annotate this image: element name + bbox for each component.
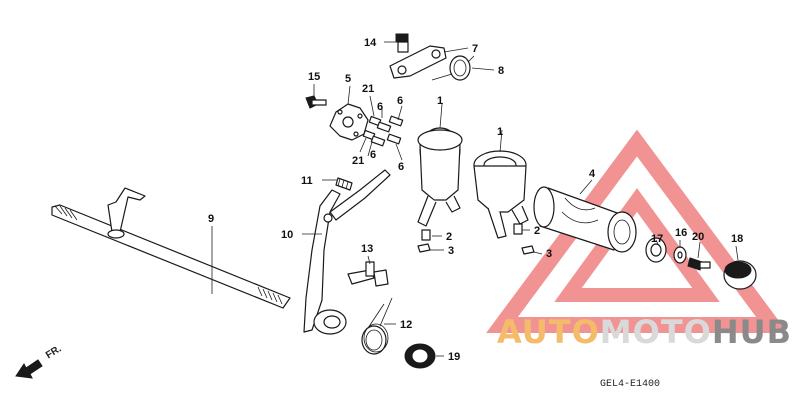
washer-16	[673, 246, 687, 264]
part-number-1a: 1	[437, 95, 443, 107]
pins-6	[370, 115, 404, 147]
part-number-6d: 6	[398, 161, 404, 173]
return-spring	[361, 297, 393, 355]
pin-13	[347, 261, 389, 287]
part-number-6b: 6	[397, 95, 403, 107]
part-number-3b: 3	[546, 248, 552, 260]
clips	[417, 243, 535, 255]
part-number-12: 12	[400, 319, 412, 331]
gearshift-spindle	[51, 187, 291, 309]
part-number-6a: 6	[377, 101, 383, 113]
part-number-13: 13	[361, 243, 373, 255]
bolt-14	[395, 33, 409, 53]
part-number-19: 19	[448, 351, 460, 363]
part-number-2a: 2	[446, 231, 452, 243]
part-number-17: 17	[651, 233, 663, 245]
guide-pins	[421, 223, 523, 241]
part-number-10: 10	[281, 229, 293, 241]
part-number-21b: 21	[352, 155, 364, 167]
gearshift-arm	[303, 169, 391, 335]
part-number-9: 9	[208, 213, 214, 225]
part-number-1b: 1	[497, 126, 503, 138]
shift-fork-left	[417, 127, 463, 227]
spring-pin	[335, 177, 353, 191]
shift-drum	[533, 186, 637, 253]
part-number-labels: 1 1 2 2 3 3 4 5 6 6 6 6 7 8 9 10 11 12 1…	[208, 37, 743, 363]
part-number-5: 5	[345, 73, 351, 85]
part-number-3a: 3	[448, 245, 454, 257]
watermark-text-auto: AUTO	[496, 313, 600, 351]
switch-20	[687, 257, 711, 271]
part-number-8: 8	[498, 65, 504, 77]
oil-seal	[404, 343, 436, 369]
part-number-11: 11	[301, 175, 313, 187]
watermark-text-hub: HUB	[711, 313, 792, 351]
front-arrow-icon	[15, 359, 43, 379]
part-number-15: 15	[308, 71, 320, 83]
bolt-15	[305, 95, 327, 109]
watermark-logo: AUTOMOTOHUB	[452, 314, 792, 350]
part-number-14: 14	[364, 37, 377, 49]
part-number-21a: 21	[362, 83, 374, 95]
cap-18	[723, 260, 757, 290]
shift-fork-right	[473, 150, 529, 239]
watermark-text-moto: MOTO	[599, 313, 712, 351]
part-number-18: 18	[731, 233, 743, 245]
part-number-2b: 2	[534, 225, 540, 237]
part-number-7: 7	[472, 43, 478, 55]
part-number-6c: 6	[370, 149, 376, 161]
part-number-16: 16	[675, 227, 687, 239]
part-number-20: 20	[692, 231, 704, 243]
stopper-spring	[431, 55, 475, 81]
bearing-17	[645, 237, 667, 263]
stopper-arm	[389, 45, 447, 79]
stopper-plate	[329, 103, 369, 141]
leader-lines	[211, 41, 739, 357]
drawing-code: GEL4-E1400	[600, 379, 661, 390]
part-number-4: 4	[589, 168, 596, 180]
